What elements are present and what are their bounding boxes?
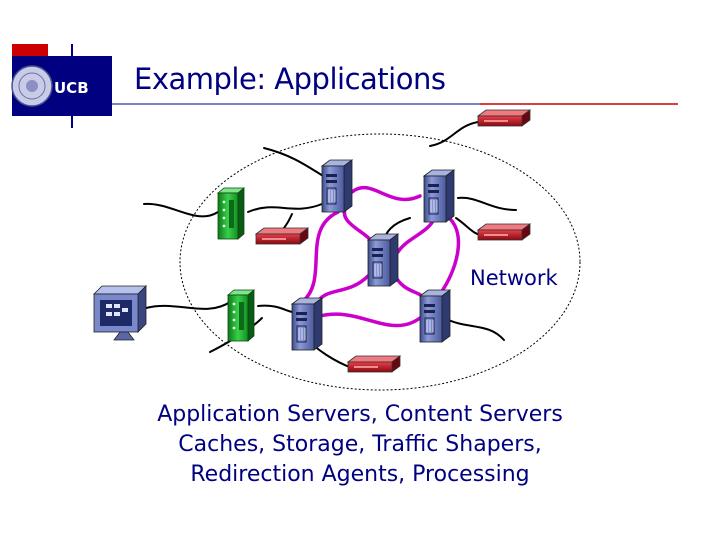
caption: Application Servers, Content Servers Cac… bbox=[60, 400, 660, 490]
access-link-2 bbox=[143, 202, 219, 218]
tower-server-icon bbox=[321, 159, 353, 213]
red-accent-bar bbox=[12, 44, 48, 56]
network-cloud bbox=[179, 133, 581, 391]
access-link-5 bbox=[429, 121, 479, 147]
link-left-bottomleft bbox=[300, 210, 340, 304]
network-label: Network bbox=[470, 266, 558, 290]
link-right-bottomright bbox=[438, 212, 461, 296]
logo-text: UCB bbox=[54, 79, 89, 97]
access-link-3 bbox=[247, 203, 323, 213]
access-link-10 bbox=[257, 304, 293, 313]
ucb-seal-logo bbox=[11, 65, 53, 107]
caption-line: Caches, Storage, Traffic Shapers, bbox=[178, 432, 542, 457]
title-decoration: UCB bbox=[11, 44, 678, 128]
red-router-icon bbox=[477, 223, 531, 241]
access-link-12 bbox=[443, 317, 505, 341]
link-bottom bbox=[318, 312, 422, 328]
caption-line: Application Servers, Content Servers bbox=[157, 402, 563, 427]
green-appliance-icon bbox=[227, 289, 255, 342]
tower-server-icon bbox=[419, 289, 451, 343]
access-link-6 bbox=[457, 196, 517, 211]
caption-line: Redirection Agents, Processing bbox=[190, 462, 530, 487]
link-center-bottomleft bbox=[314, 274, 370, 306]
link-left-right-top bbox=[350, 185, 422, 202]
red-router-icon bbox=[347, 355, 401, 373]
tower-server-icon bbox=[423, 169, 455, 223]
tower-server-icon bbox=[367, 233, 399, 287]
desktop-computer-icon bbox=[93, 285, 147, 341]
red-router-icon bbox=[477, 109, 531, 127]
red-router-icon bbox=[255, 227, 309, 245]
tower-server-icon bbox=[291, 297, 323, 351]
access-links bbox=[143, 121, 517, 369]
access-link-8 bbox=[145, 301, 231, 310]
slide-title: Example: Applications bbox=[134, 62, 446, 96]
access-link-1 bbox=[263, 147, 331, 181]
green-appliance-icon bbox=[217, 187, 245, 240]
